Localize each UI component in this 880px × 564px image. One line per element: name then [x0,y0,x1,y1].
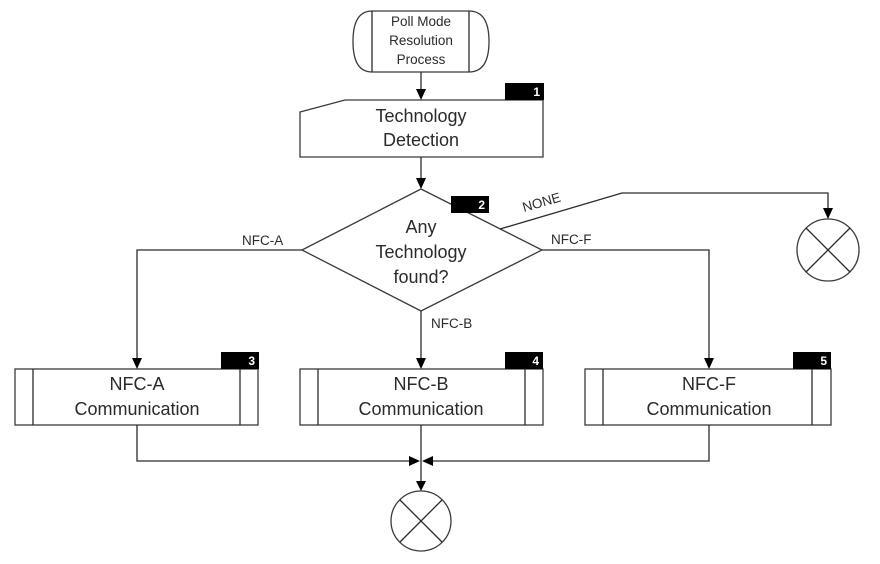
branch-label-nfc-b: NFC-B [431,316,472,331]
start-label-line2: Resolution [389,33,453,48]
arrow-head-icon [704,358,714,369]
step5-label-line2: Communication [646,399,771,419]
end-connector-main [390,490,452,552]
branch-nfc-b: NFC-B [416,311,472,369]
connector-detection-to-decision [416,157,426,189]
branch-label-nfc-f: NFC-F [551,232,592,247]
arrow-head-icon [823,208,833,219]
step-nfc-b-communication: 4 NFC-B Communication [299,352,544,426]
branch-label-none: NONE [521,190,563,215]
step3-label-line1: NFC-A [110,374,165,394]
arrow-head-icon [416,481,426,491]
step3-label-line2: Communication [74,399,199,419]
decision-label-line1: Any [405,217,436,237]
step-number-badge [505,83,544,100]
step-nfc-a-communication: 3 NFC-A Communication [14,352,259,426]
step1-label-line1: Technology [375,106,466,126]
step-number: 5 [820,354,827,368]
start-label-line1: Poll Mode [391,14,451,29]
arrow-head-icon [416,178,426,189]
step4-label-line1: NFC-B [394,374,449,394]
step1-label-line2: Detection [383,130,459,150]
start-label-line3: Process [397,52,446,67]
arrow-head-icon [416,89,426,100]
arrow-head-icon [409,456,420,466]
step-nfc-f-communication: 5 NFC-F Communication [584,352,832,426]
branch-none: NONE [499,190,833,230]
arrow-head-icon [422,456,433,466]
end-connector-none [796,218,860,282]
branch-label-nfc-a: NFC-A [242,233,283,248]
step-number-badge [221,352,259,369]
decision-any-technology-found: 2 Any Technology found? [300,188,544,312]
branch-nfc-a: NFC-A [132,233,302,369]
step-number: 2 [478,198,485,212]
start-terminator: Poll Mode Resolution Process [352,10,490,73]
step-number: 4 [532,354,539,368]
step-number: 3 [248,354,255,368]
step5-label-line1: NFC-F [682,374,736,394]
connector-start-to-detection [416,72,426,100]
decision-label-line2: Technology [375,242,466,262]
step-number-badge [793,352,831,369]
branch-nfc-f: NFC-F [542,232,714,369]
step-number-badge [505,352,543,369]
step4-label-line2: Communication [358,399,483,419]
merge-connectors [136,425,710,491]
step-number-badge [451,196,489,213]
arrow-head-icon [132,358,142,369]
decision-label-line3: found? [393,267,448,287]
arrow-head-icon [416,358,426,369]
step-number: 1 [533,85,540,99]
